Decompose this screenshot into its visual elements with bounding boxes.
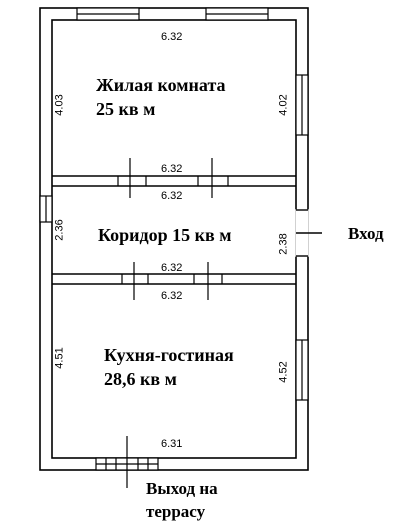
wall-corridor-kitchen bbox=[52, 273, 296, 285]
dim-living-top: 6.32 bbox=[161, 31, 183, 43]
dim-living-left: 4.03 bbox=[53, 94, 66, 116]
dim-kitchen-right: 4.52 bbox=[277, 361, 290, 383]
window-right-kitchen bbox=[295, 339, 309, 401]
dim-living-right: 4.02 bbox=[277, 94, 290, 116]
kitchen-name: Кухня-гостиная bbox=[104, 345, 234, 365]
window-left-corridor bbox=[39, 195, 53, 223]
dim-corridor-wall-upper: 6.32 bbox=[161, 163, 183, 175]
terrace-door bbox=[95, 436, 159, 488]
terrace-label-line2: террасу bbox=[146, 502, 206, 521]
terrace-label-line1: Выход на bbox=[146, 479, 218, 498]
dim-corridor-left: 2.36 bbox=[53, 219, 66, 241]
dim-corridor-right: 2.38 bbox=[277, 233, 290, 255]
wall-living-corridor bbox=[52, 175, 296, 187]
dim-kitchen-wall-lower: 6.32 bbox=[161, 290, 183, 302]
entrance-label: Вход bbox=[348, 224, 384, 243]
entrance-door bbox=[295, 209, 322, 257]
window-right-living bbox=[295, 74, 309, 136]
living-room-area: 25 кв м bbox=[96, 99, 156, 119]
kitchen-area: 28,6 кв м bbox=[104, 369, 177, 389]
dim-corridor-wall-lower: 6.32 bbox=[161, 190, 183, 202]
door-living-corridor bbox=[117, 158, 229, 198]
living-room-name: Жилая комната bbox=[96, 75, 226, 95]
dim-kitchen-bottom: 6.31 bbox=[161, 438, 183, 450]
dim-kitchen-left: 4.51 bbox=[53, 347, 66, 369]
door-corridor-kitchen bbox=[121, 262, 223, 300]
corridor-label: Коридор 15 кв м bbox=[98, 225, 232, 245]
dim-kitchen-wall-upper: 6.32 bbox=[161, 262, 183, 274]
window-top bbox=[76, 7, 269, 21]
